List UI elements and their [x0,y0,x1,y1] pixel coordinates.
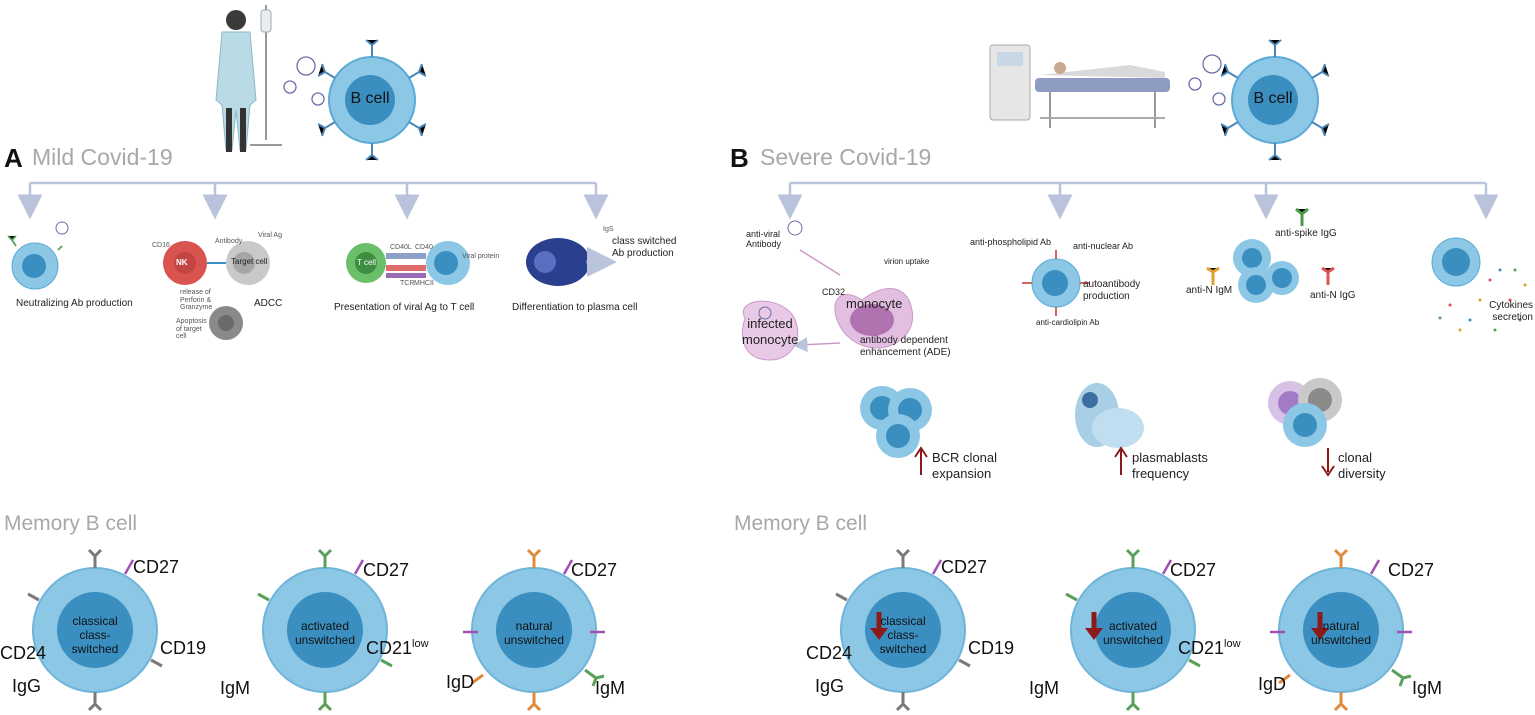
anti-n-igm-label: anti-N IgM [1186,285,1233,296]
antibody-label-adcc: Antibody [215,238,243,245]
patient-iv-icon [215,5,282,152]
mem-b2-cd21-sup: low [1224,638,1241,650]
ade-label: antibody dependent enhancement (ADE) [860,335,951,358]
mem-b1-igg: IgG [815,676,845,696]
anti-n-igg-label: anti-N IgG [1310,290,1356,301]
anti-phospholipid-label: anti-phospholipid Ab [970,237,1052,247]
mem-a3-igd: IgD [446,672,475,692]
perforin-label: release of Perforin & Granzyme [180,289,213,312]
cd32-label: CD32 [822,287,846,297]
tcell-label: T cell [357,258,376,267]
memory-title-a: Memory B cell [4,512,138,535]
cytokines-label: Cytokines secretion [1489,300,1533,323]
mem-b2-igm: IgM [1029,678,1060,698]
panel-letter-b: B [730,143,749,173]
viral-protein-label: Viral protein [462,253,500,260]
mem-b2-cd21-text: CD21 [1178,638,1225,658]
branch-arrows-b [777,181,1499,220]
cytokine-cell-icon [1431,237,1527,332]
virus-icons-b [1188,54,1226,106]
memory-cells-art [27,548,1412,712]
b-cell-a-icon [317,39,427,161]
mem-a3-igm: IgM [595,678,626,698]
adcc-icon [163,241,270,340]
clonal-diversity-icon [1268,378,1342,477]
mem-a2-igm: IgM [220,678,251,698]
b-cell-label-b: B cell [1253,90,1293,107]
clonal-diversity-label: clonal diversity [1338,450,1386,481]
neutralizing-cell-icon [7,221,69,290]
mhc-label: MHCII [414,280,434,287]
mem-a3-name: natural unswitched [503,619,565,647]
antigen-presentation-icon [346,241,470,285]
virion-uptake-label: virion uptake [884,257,930,266]
presentation-label: Presentation of viral Ag to T cell [334,302,475,313]
nk-label: NK [176,258,188,267]
ade-icon [741,220,914,361]
mem-b2-cd27: CD27 [1170,560,1217,580]
mem-a1-cd19: CD19 [160,638,207,658]
virus-icons-a [283,56,325,106]
mem-a1-igg: IgG [12,676,42,696]
neutralizing-label: Neutralizing Ab production [16,298,133,309]
plasmablast-icon [1075,383,1144,475]
panel-title-b: Severe Covid-19 [760,144,932,170]
mem-a2-cd21: CD21low [366,638,429,659]
cd16-label: CD16 [152,242,170,249]
mem-b3-cd27: CD27 [1388,560,1435,580]
mem-a2-cd21-sup: low [412,638,429,650]
mem-a1-name: classical class-switched [71,614,119,656]
monocyte-label: monocyte [846,296,903,311]
class-switched-label: class switched Ab production [612,236,677,259]
b-cell-b-icon [1220,39,1330,161]
mem-b2-name: activated unswitched [1102,619,1164,647]
mem-b2-cd21: CD21low [1178,638,1241,659]
mem-b1-cd27: CD27 [941,557,988,577]
b-cell-label-a: B cell [350,90,390,107]
autoantibody-production-label: autoantibody production [1083,279,1141,302]
anti-cardiolipin-label: anti-cardiolipin Ab [1036,318,1100,327]
hospital-bed-icon [989,44,1170,128]
igs-label: IgS [603,226,614,233]
mem-b1-cd24: CD24 [806,643,853,663]
isotype-cluster-icon [1206,207,1335,303]
tcr-label: TCR [400,280,415,287]
plasmablasts-label: plasmablasts frequency [1132,450,1208,481]
anti-nuclear-label: anti-nuclear Ab [1073,241,1134,251]
cd40-label: CD40 [415,244,433,251]
mem-a2-name: activated unswitched [294,619,356,647]
mem-b1-cd19: CD19 [968,638,1015,658]
adcc-label: ADCC [254,298,283,309]
viral-ag-label: Viral Ag [258,232,282,239]
mem-b1-name: classical class-switched [879,614,927,656]
bcr-expansion-icon [860,386,932,475]
plasma-cell-icon [526,238,617,286]
plasma-label: Differentiation to plasma cell [512,302,638,313]
mem-b3-name: natural unswitched [1310,619,1372,647]
mem-a2-cd27: CD27 [363,560,410,580]
anti-spike-label: anti-spike IgG [1275,228,1337,239]
bcr-expansion-label: BCR clonal expansion [932,450,998,481]
branch-arrows-a [17,181,609,220]
mem-a1-cd27: CD27 [133,557,180,577]
apoptosis-label: Apoptosis of target cell [176,318,207,341]
cd40l-label: CD40L [390,244,412,251]
mem-b3-igd: IgD [1258,674,1287,694]
infected-monocyte-label: infected monocyte [742,316,799,347]
mem-a2-cd21-text: CD21 [366,638,413,658]
mem-a1-cd24: CD24 [0,643,47,663]
target-cell-label: Target cell [231,257,268,266]
autoantibody-cell-icon [1022,250,1090,316]
panel-title-a: Mild Covid-19 [32,144,173,170]
mem-a3-cd27: CD27 [571,560,618,580]
anti-viral-label: anti-viral Antibody [746,229,782,250]
memory-title-b: Memory B cell [734,512,868,535]
mem-b3-igm: IgM [1412,678,1443,698]
panel-letter-a: A [4,143,23,173]
